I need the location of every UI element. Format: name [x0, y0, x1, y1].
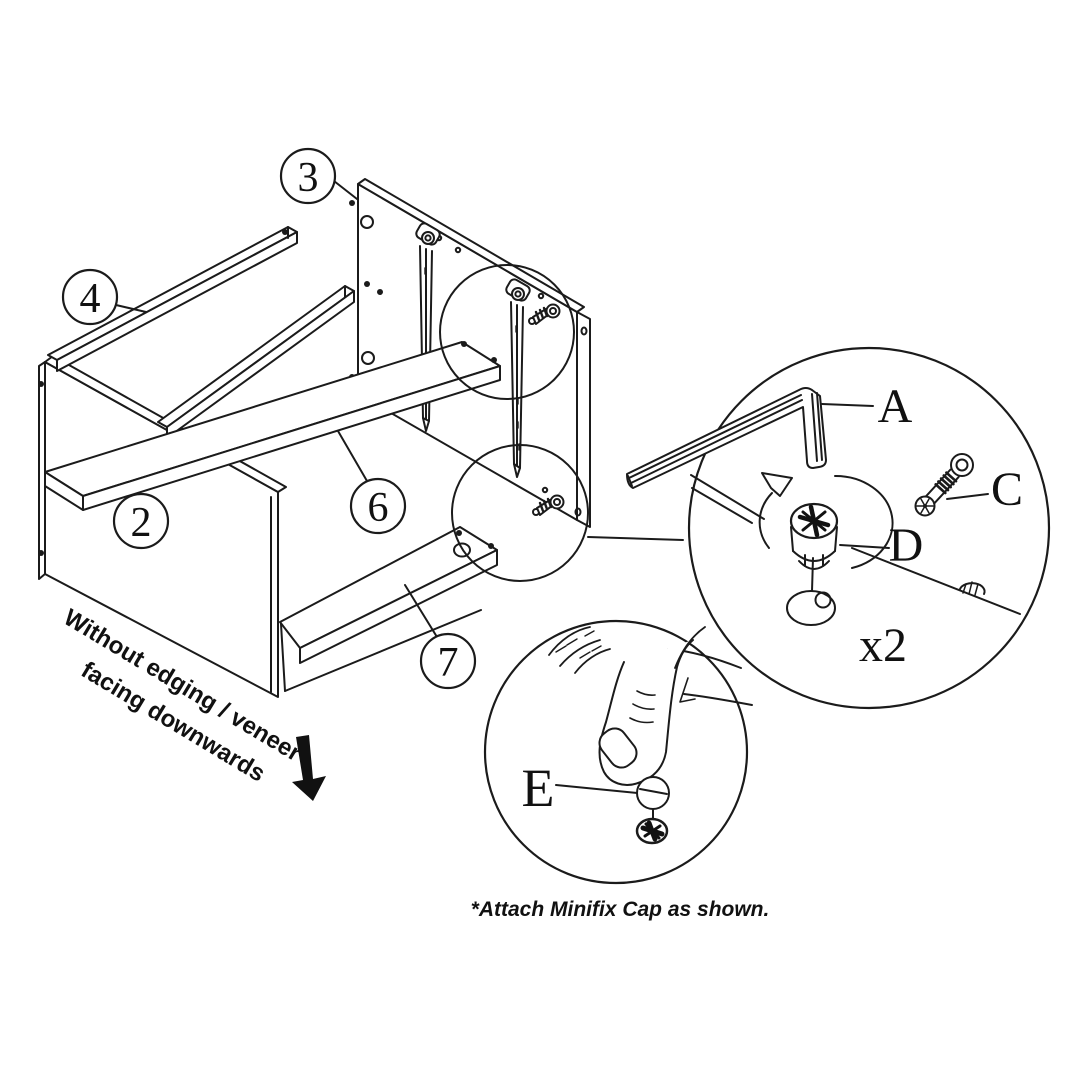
- allen-key-drawing: [626, 387, 827, 489]
- screw-dot: [38, 550, 44, 556]
- screw-dot: [377, 289, 383, 295]
- allen-key-label: A: [878, 380, 913, 433]
- cam-top-view-drawing: [635, 817, 669, 845]
- shelf-panel-drawing: [44, 341, 501, 511]
- screw-dot: [38, 381, 44, 387]
- minifix-cam-label: D: [889, 519, 924, 572]
- minifix-cam-drawing: [786, 502, 839, 626]
- highlight-circle-lower: [451, 444, 589, 582]
- minifix-cap-label: E: [522, 758, 555, 818]
- highlight-circle-upper: [439, 264, 575, 400]
- screw-dot: [491, 357, 497, 363]
- screw-dot: [488, 543, 494, 549]
- minifix-cap-drawing: [636, 776, 670, 821]
- callouts: 3 4 2 6 7: [61, 147, 477, 690]
- callout-7-label: 7: [438, 640, 459, 686]
- wrist-line: [683, 693, 753, 706]
- label-d-leader: [839, 544, 890, 549]
- callout-6-label: 6: [368, 485, 389, 531]
- callout-3-label: 3: [298, 155, 319, 201]
- drawer-runner-right-drawing: [505, 278, 531, 478]
- minifix-bolt-lower-drawing: [532, 494, 565, 516]
- down-arrow-icon: [292, 735, 326, 801]
- callout-6: 6: [337, 430, 407, 535]
- installed-bolt-drawing: [959, 581, 986, 596]
- callout-7: 7: [404, 584, 477, 690]
- hardware-detail-circle: A C D x2: [687, 346, 1051, 710]
- finger-press-drawing: [548, 626, 706, 786]
- minifix-bolt-upper-drawing: [528, 303, 561, 325]
- callout-2-label: 2: [131, 500, 152, 546]
- callout-4-label: 4: [80, 276, 101, 322]
- cuff-fold-line: [679, 677, 696, 703]
- assembly-caption: *Attach Minifix Cap as shown.: [471, 898, 770, 921]
- screw-dot: [456, 530, 462, 536]
- screw-dot: [364, 281, 370, 287]
- label-c-leader: [946, 493, 989, 500]
- rotation-arrow-icon: [758, 472, 894, 569]
- callout-4: 4: [61, 268, 147, 326]
- cap-detail-circle: E: [483, 619, 753, 885]
- detail-connector-line: [587, 536, 684, 541]
- label-a-leader: [821, 403, 874, 407]
- label-e-leader: [555, 784, 638, 794]
- quantity-label: x2: [859, 619, 907, 672]
- screw-dot: [349, 200, 355, 206]
- top-rail-drawing: [47, 226, 298, 372]
- bottom-panel-drawing: [279, 526, 498, 692]
- callout-3: 3: [279, 147, 358, 205]
- screw-dot: [282, 229, 288, 235]
- minifix-bolt-large-drawing: [914, 453, 974, 517]
- minifix-bolt-label: C: [991, 463, 1023, 516]
- callout-2: 2: [112, 492, 170, 550]
- screw-dot: [461, 341, 467, 347]
- cabinet-carcass-drawing: [38, 178, 684, 698]
